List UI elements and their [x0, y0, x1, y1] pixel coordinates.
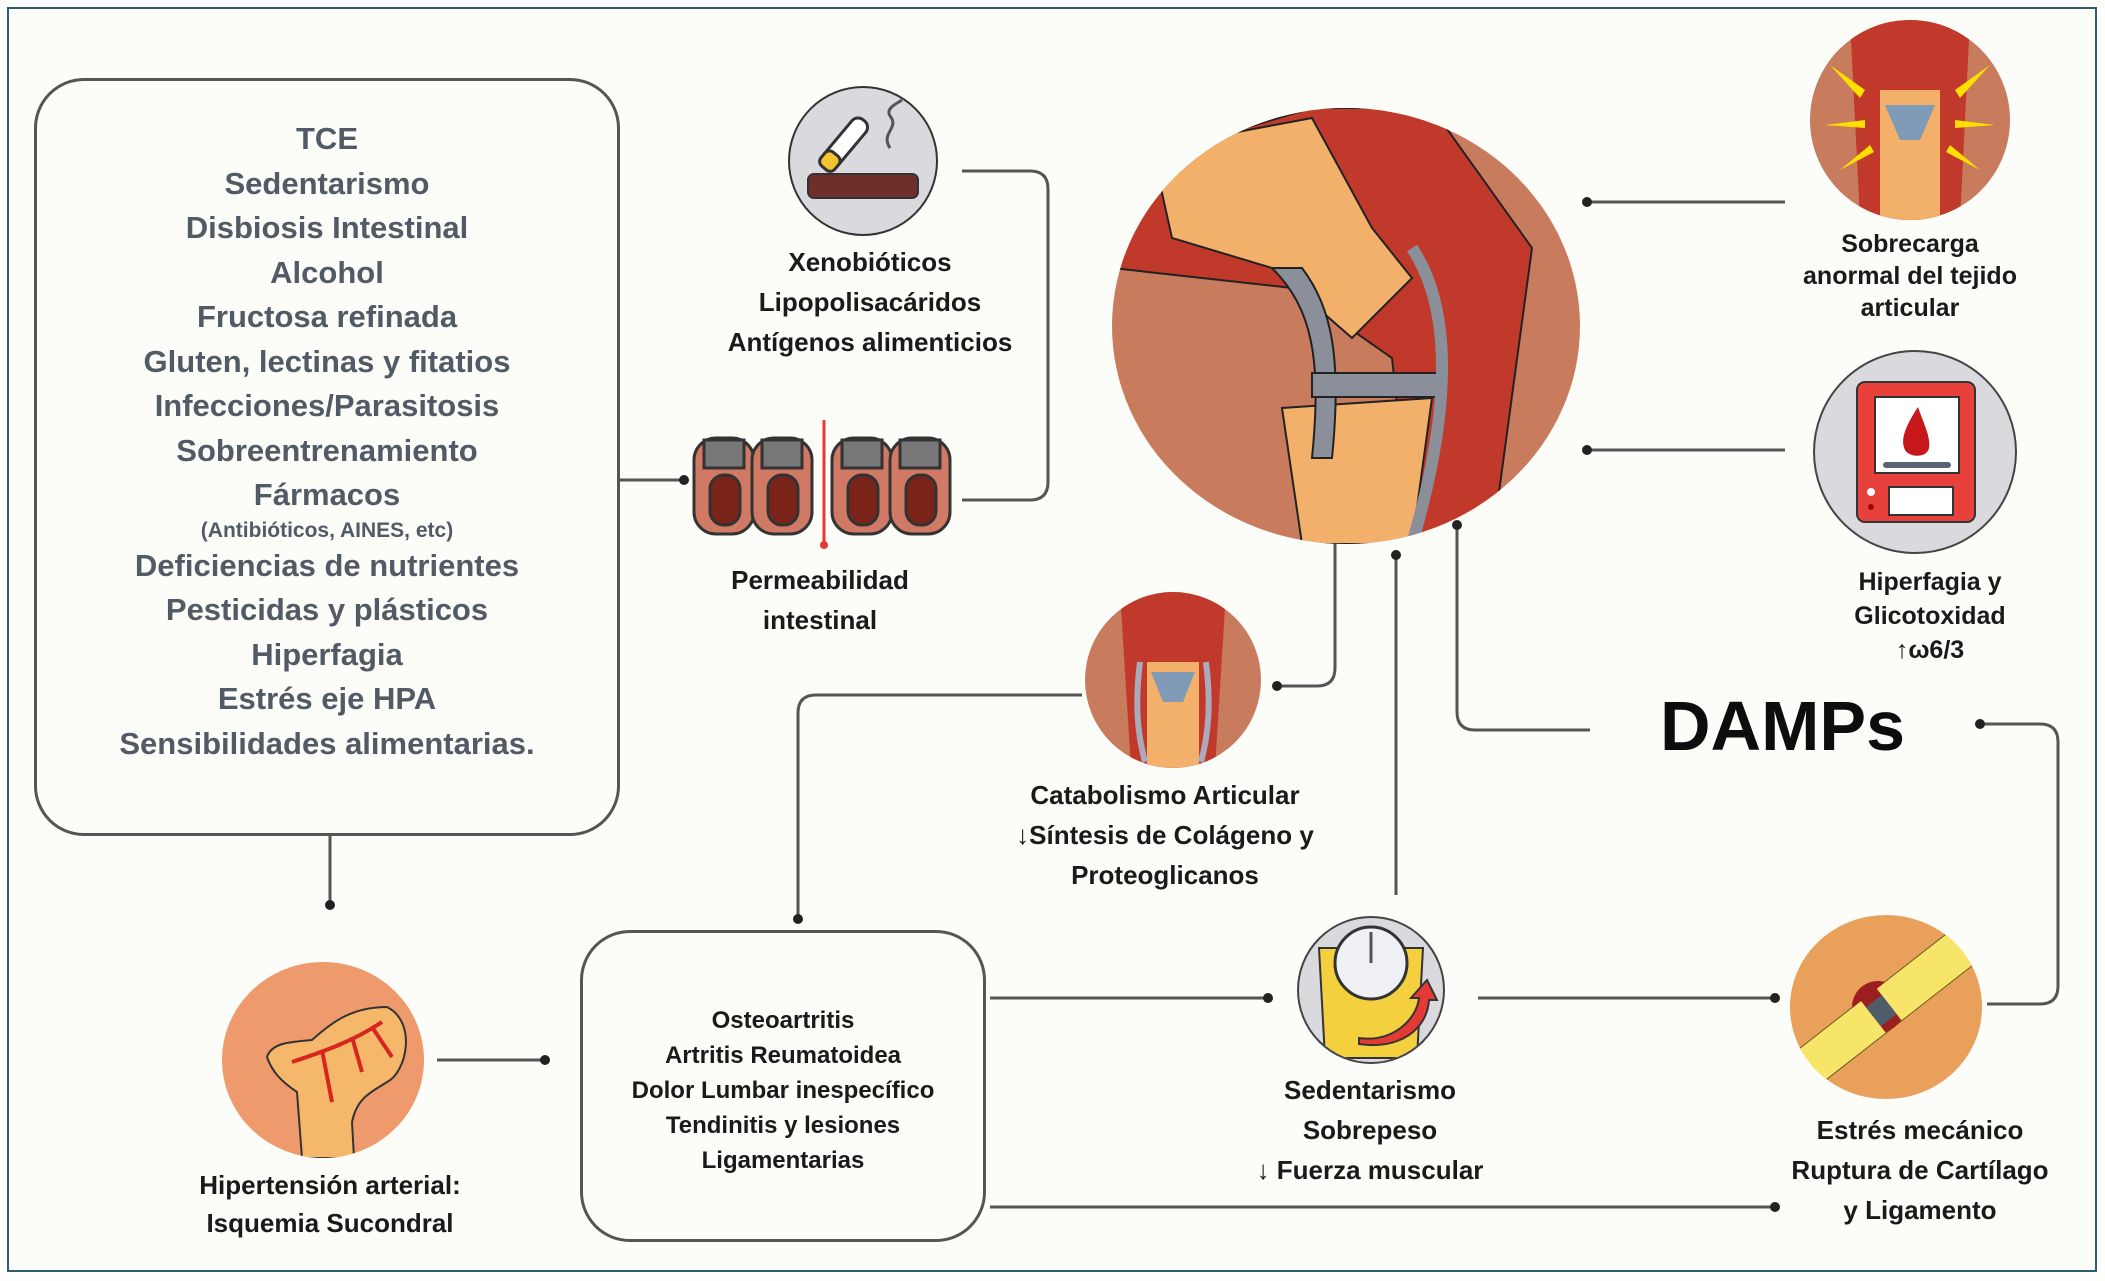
disease-item: Osteoartritis	[711, 1007, 855, 1034]
label-line: y Ligamento	[1843, 1195, 1997, 1225]
label-line: Xenobióticos	[788, 247, 952, 277]
risk-factor: Hiperfagia	[251, 636, 403, 672]
label-line: Sobrecarga	[1841, 230, 1979, 258]
hyperphagia-label: Hiperfagia y Glicotoxidad ↑ω6/3	[1820, 565, 2040, 667]
label-line: ↑ω6/3	[1895, 636, 1965, 664]
mechanical-label: Estrés mecánico Ruptura de Cartílago y L…	[1760, 1110, 2080, 1230]
disease-item: Dolor Lumbar inespecífico	[631, 1077, 935, 1104]
risk-factor: Infecciones/Parasitosis	[154, 388, 500, 423]
femur-ischemia-icon	[222, 962, 424, 1158]
label-line: Antígenos alimenticios	[727, 327, 1013, 357]
ashtray-cigarette-icon	[788, 86, 938, 236]
knee-front-icon	[1085, 592, 1261, 768]
ligament-rupture-icon	[1790, 915, 1982, 1099]
oven-blood-drop-icon	[1813, 350, 2017, 554]
risk-factors-box: TCE Sedentarismo Disbiosis Intestinal Al…	[34, 78, 620, 836]
risk-factor: Sedentarismo	[224, 165, 430, 201]
disease-item: Tendinitis y lesiones	[665, 1112, 901, 1139]
hypertension-label: Hipertensión arterial: Isquemia Sucondra…	[160, 1166, 500, 1242]
label-line: articular	[1860, 294, 1960, 322]
label-line: ↓ Fuerza muscular	[1256, 1155, 1484, 1185]
label-line: Sedentarismo	[1284, 1075, 1456, 1105]
connector-mechanical-to-damps	[1980, 722, 2060, 1006]
scale-weight-gain-icon	[1297, 916, 1445, 1064]
label-line: Proteoglicanos	[1071, 860, 1259, 890]
label-line: intestinal	[762, 605, 878, 635]
connector-damps-to-knee	[1455, 525, 1590, 732]
risk-factors-list: TCE Sedentarismo Disbiosis Intestinal Al…	[37, 117, 617, 766]
disease-item: Ligamentarias	[701, 1147, 865, 1174]
damps-label: DAMPs	[1660, 687, 1906, 765]
risk-factor: Alcohol	[270, 254, 384, 290]
xenobiotics-label: Xenobióticos Lipopolisacáridos Antígenos…	[700, 242, 1040, 362]
knee-joint-illustration	[1112, 108, 1580, 544]
risk-factor: Sobreentrenamiento	[176, 432, 478, 468]
connector-xenobiotics-to-permeability	[962, 169, 1050, 502]
risk-factor: Pesticidas y plásticos	[165, 592, 489, 627]
disease-item: Artritis Reumatoidea	[664, 1042, 902, 1069]
connector-catabolism-to-diseases	[796, 693, 1082, 919]
label-line: anormal del tejido	[1803, 262, 2017, 290]
risk-factor: Gluten, lectinas y fitatios	[143, 343, 511, 379]
label-line: Ruptura de Cartílago	[1791, 1155, 2049, 1185]
risk-factor: Fructosa refinada	[196, 299, 458, 334]
label-line: Lipopolisacáridos	[758, 287, 982, 317]
risk-factor: Sensibilidades alimentarias.	[119, 725, 535, 761]
label-line: ↓Síntesis de Colágeno y	[1016, 820, 1314, 850]
label-line: Hiperfagia y	[1858, 568, 2002, 596]
permeability-label: Permeabilidad intestinal	[690, 560, 950, 640]
label-line: Isquemia Sucondral	[206, 1208, 454, 1238]
risk-factor: Estrés eje HPA	[217, 681, 437, 716]
label-line: Glicotoxidad	[1854, 602, 2006, 630]
diseases-list: Osteoartritis Artritis Reumatoidea Dolor…	[583, 1003, 983, 1178]
label-line: Catabolismo Articular	[1030, 780, 1300, 810]
overload-label: Sobrecarga anormal del tejido articular	[1760, 228, 2060, 324]
diseases-box: Osteoartritis Artritis Reumatoidea Dolor…	[580, 930, 986, 1242]
risk-factor: TCE	[296, 121, 358, 156]
risk-factor: Fármacos	[253, 477, 401, 512]
catabolism-label: Catabolismo Articular ↓Síntesis de Colág…	[970, 775, 1360, 895]
label-line: Estrés mecánico	[1816, 1115, 2024, 1145]
risk-factor: Disbiosis Intestinal	[185, 210, 469, 245]
knee-overload-icon	[1810, 20, 2010, 220]
label-line: Permeabilidad	[731, 565, 909, 595]
intestinal-cells-icon	[690, 400, 960, 550]
risk-factor-note: (Antibióticos, AINES, etc)	[200, 518, 454, 542]
sedentary-label: Sedentarismo Sobrepeso ↓ Fuerza muscular	[1220, 1070, 1520, 1190]
risk-factor: Deficiencias de nutrientes	[134, 547, 520, 583]
label-line: Sobrepeso	[1302, 1115, 1438, 1145]
connector-knee-to-catabolism	[1277, 540, 1337, 688]
label-line: Hipertensión arterial:	[199, 1170, 461, 1200]
